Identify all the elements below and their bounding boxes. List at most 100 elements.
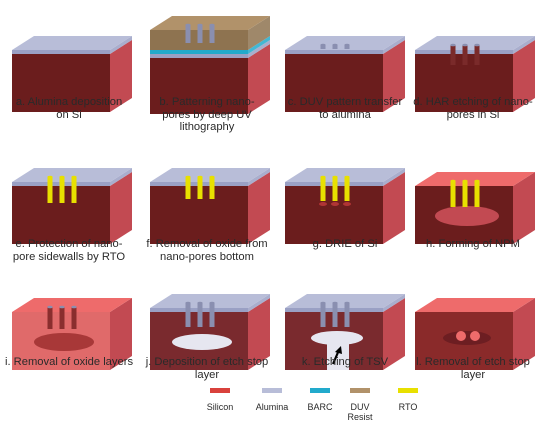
- rto-pore-mouth: [344, 175, 350, 179]
- npm-cavity: [435, 206, 499, 226]
- barc-layer-front: [150, 50, 248, 54]
- top-surface: [415, 36, 535, 50]
- legend-label: DUV Resist: [347, 402, 373, 422]
- top-surface: [12, 168, 132, 182]
- etch-stop-pore-mouth: [344, 301, 350, 305]
- top-surface: [415, 172, 535, 186]
- alumina-layer-side: [383, 168, 405, 186]
- caption-d: d. HAR etching of nano- pores in Si: [413, 96, 533, 121]
- rto-pore-mouth: [320, 175, 326, 179]
- npm-cavity: [34, 333, 94, 351]
- silicon-side-face: [248, 172, 270, 244]
- etch-stop-pore-mouth: [209, 301, 215, 305]
- rto-pore-mouth: [197, 175, 203, 179]
- alumina-layer-side: [248, 168, 270, 186]
- rto-pore-mouth: [209, 175, 215, 179]
- released-cavity: [443, 331, 491, 345]
- top-surface: [150, 168, 270, 182]
- panel-f: [150, 168, 270, 244]
- caption-c: c. DUV pattern transfer to alumina: [287, 96, 403, 121]
- top-surface: [285, 36, 405, 50]
- silicon-front-face: [150, 186, 248, 244]
- duv-resist-layer-side: [248, 16, 270, 50]
- rto-sidewall-mouth: [71, 175, 77, 179]
- silicon-side-face: [110, 298, 132, 370]
- rto-pore: [462, 181, 468, 207]
- panel-j: [150, 294, 270, 370]
- rto-sidewall: [47, 177, 53, 203]
- barc-layer-side: [248, 36, 270, 54]
- top-surface: [150, 294, 270, 308]
- silicon-side-face: [248, 298, 270, 370]
- resist-pore: [197, 25, 203, 43]
- caption-i: i. Removal of oxide layers: [4, 356, 134, 368]
- silicon-side-face: [383, 172, 405, 244]
- caption-l: l. Removal of etch stop layer: [416, 356, 530, 381]
- rto-sidewall: [59, 177, 65, 203]
- rto-pore-mouth: [332, 175, 338, 179]
- top-surface: [12, 298, 132, 312]
- caption-b: b. Patterning nano- pores by deep UV lit…: [159, 96, 255, 133]
- resist-pore-mouth: [209, 23, 215, 27]
- caption-f: f. Removal of oxide from nano-pores bott…: [146, 238, 268, 263]
- caption-e: e. Protection of nano- pore sidewalls by…: [12, 238, 126, 263]
- nanopore: [47, 307, 53, 329]
- resist-pore-mouth: [185, 23, 191, 27]
- alumina-layer-side: [383, 294, 405, 312]
- drie-cavity: [343, 202, 351, 206]
- rto-sidewall-mouth: [47, 175, 53, 179]
- etch-stop-pore: [320, 303, 326, 327]
- etch-stop-pore: [197, 303, 203, 327]
- silicon-side-face: [110, 40, 132, 112]
- resist-pore-mouth: [197, 23, 203, 27]
- caption-g: g. DRIE of Si: [312, 238, 378, 250]
- top-surface: [150, 16, 270, 30]
- si-nanopore-mouth: [450, 43, 456, 47]
- etch-stop-pore: [209, 303, 215, 327]
- silicon-side-face: [383, 298, 405, 370]
- alumina-layer-side: [110, 168, 132, 186]
- silicon-side-face: [248, 44, 270, 114]
- nanopore-mouth: [47, 305, 53, 309]
- alumina-layer-side: [513, 36, 535, 54]
- rto-pore: [332, 177, 338, 201]
- resist-pore: [209, 25, 215, 43]
- etch-stop-pore-mouth: [320, 301, 326, 305]
- rto-pore: [320, 177, 326, 201]
- silicon-front-face: [12, 186, 110, 244]
- etch-stop-pore-mouth: [332, 301, 338, 305]
- si-nanopore: [450, 45, 456, 65]
- legend-swatch-duv-resist: [350, 388, 370, 393]
- silicon-side-face: [513, 172, 535, 244]
- etch-stop-pore-mouth: [185, 301, 191, 305]
- rto-pore: [344, 177, 350, 201]
- rto-pore: [209, 177, 215, 199]
- silicon-side-face: [110, 172, 132, 244]
- silicon-side-face: [513, 40, 535, 112]
- silicon-front-face: [150, 58, 248, 114]
- si-nanopore-mouth: [462, 43, 468, 47]
- drie-cavity: [331, 202, 339, 206]
- alumina-layer-side: [248, 40, 270, 58]
- si-nanopore: [462, 45, 468, 65]
- si-nanopore-mouth: [474, 43, 480, 47]
- alumina-pore: [332, 45, 338, 49]
- pore-opening: [470, 331, 480, 341]
- rto-sidewall: [71, 177, 77, 203]
- etch-stop-cavity: [172, 334, 232, 350]
- panel-e: [12, 168, 132, 244]
- legend-label: RTO: [398, 402, 418, 412]
- pore-opening: [456, 331, 466, 341]
- alumina-layer-front: [285, 50, 383, 54]
- panel-h: [415, 172, 535, 244]
- legend-label: Alumina: [255, 402, 289, 412]
- legend-swatch-silicon: [210, 388, 230, 393]
- rto-pore: [474, 181, 480, 207]
- drie-cavity: [319, 202, 327, 206]
- silicon-front-face: [12, 54, 110, 112]
- panel-k: [285, 294, 405, 370]
- alumina-pore-mouth: [344, 43, 350, 47]
- panel-g: [285, 168, 405, 244]
- alumina-pore: [344, 45, 350, 49]
